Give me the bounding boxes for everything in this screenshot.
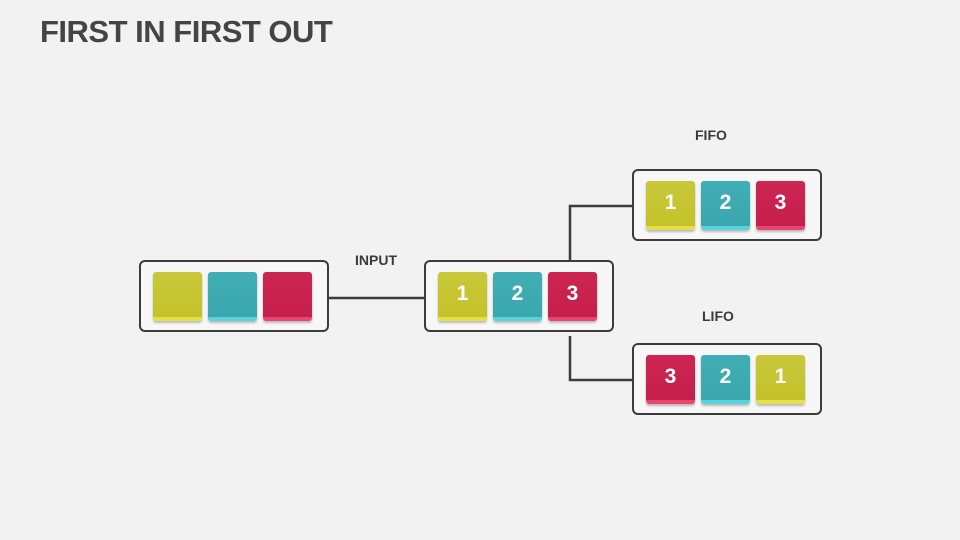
input-label: INPUT <box>355 252 397 268</box>
source-block-1 <box>153 271 202 321</box>
lifo-block-1: 3 <box>646 354 695 404</box>
lifo-label: LIFO <box>702 308 734 324</box>
input-block-1: 1 <box>438 271 487 321</box>
fifo-block-2: 2 <box>701 180 750 230</box>
input-to-fifo-connector <box>568 204 633 261</box>
source-block-2 <box>208 271 257 321</box>
input-to-lifo-connector <box>568 336 633 382</box>
source-box <box>139 260 329 332</box>
input-block-3: 3 <box>548 271 597 321</box>
fifo-label: FIFO <box>695 127 727 143</box>
lifo-box: 3 2 1 <box>632 343 822 415</box>
input-block-2: 2 <box>493 271 542 321</box>
source-block-3 <box>263 271 312 321</box>
fifo-block-1: 1 <box>646 180 695 230</box>
input-box: 1 2 3 <box>424 260 614 332</box>
page-title: FIRST IN FIRST OUT <box>40 14 333 49</box>
fifo-box: 1 2 3 <box>632 169 822 241</box>
lifo-block-2: 2 <box>701 354 750 404</box>
lifo-block-3: 1 <box>756 354 805 404</box>
fifo-block-3: 3 <box>756 180 805 230</box>
